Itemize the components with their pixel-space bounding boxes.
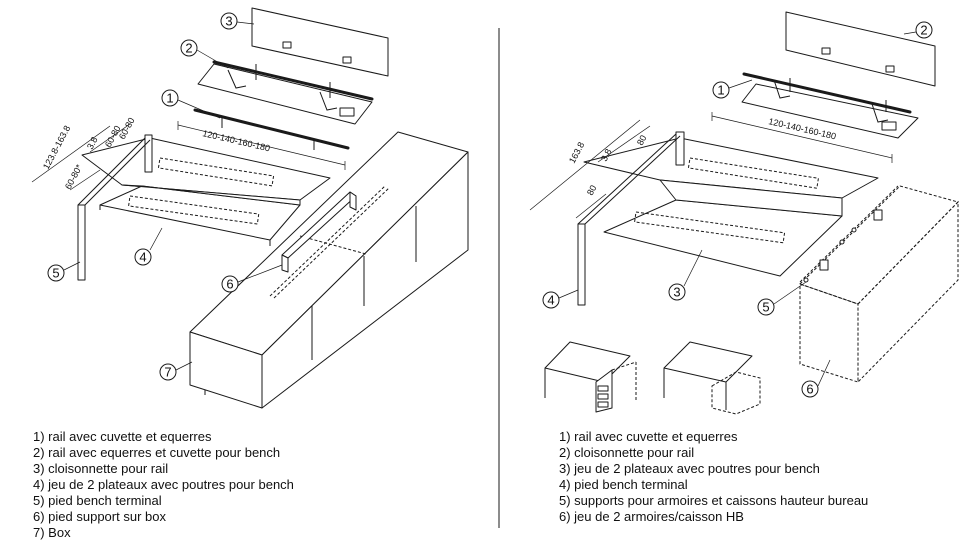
right-callout-6: 6 xyxy=(801,359,831,398)
right-bench-plates xyxy=(583,137,879,277)
right-cabinet xyxy=(799,185,959,384)
left-length-label: 120-140-160-180 xyxy=(202,128,272,153)
right-legend-item: 4) pied bench terminal xyxy=(559,477,688,492)
svg-text:3: 3 xyxy=(225,14,232,29)
right-rail xyxy=(741,72,919,139)
right-exploded-view: 120-140-160-180 163.8 3.8 80 80 xyxy=(529,11,959,415)
left-callout-7: 7 xyxy=(159,361,193,381)
svg-text:5: 5 xyxy=(762,300,769,315)
left-legend-item: 1) rail avec cuvette et equerres xyxy=(33,429,212,444)
right-plate-depth-a-label: 80 xyxy=(635,133,649,147)
right-callout-5: 5 xyxy=(757,281,807,316)
left-callout-4: 4 xyxy=(134,227,163,266)
right-plate-depth-b-label: 80 xyxy=(585,183,599,197)
left-callout-1: 1 xyxy=(161,89,221,119)
left-terminal-leg xyxy=(77,134,153,281)
left-box-support-leg xyxy=(269,185,390,299)
right-legend-item: 3) jeu de 2 plateaux avec poutres pour b… xyxy=(559,461,820,476)
svg-text:6: 6 xyxy=(226,277,233,292)
right-callout-3: 3 xyxy=(668,249,703,301)
right-thumbnail-desk-caisson xyxy=(544,341,637,413)
right-cabinet-supports xyxy=(799,185,899,283)
right-legend-item: 2) cloisonnette pour rail xyxy=(559,445,695,460)
svg-text:7: 7 xyxy=(164,365,171,380)
left-bench-rail xyxy=(197,60,374,125)
right-terminal-leg xyxy=(577,131,685,306)
right-callout-1: 1 xyxy=(712,79,753,99)
left-plate-depth-star-label: 60-80* xyxy=(63,162,85,191)
right-callout-4: 4 xyxy=(542,289,579,309)
svg-text:1: 1 xyxy=(166,91,173,106)
left-legend-item: 4) jeu de 2 plateaux avec poutres pour b… xyxy=(33,477,294,492)
right-thumbnail-desk-cabinet xyxy=(663,341,761,415)
svg-text:2: 2 xyxy=(185,41,192,56)
right-callout-2: 2 xyxy=(903,21,933,39)
right-legend: 1) rail avec cuvette et equerres 2) cloi… xyxy=(559,429,868,525)
left-partition-panel xyxy=(251,7,389,77)
left-callout-6: 6 xyxy=(221,264,283,293)
left-legend-item: 5) pied bench terminal xyxy=(33,493,162,508)
svg-text:4: 4 xyxy=(139,250,146,265)
left-legend-item: 7) Box xyxy=(33,525,71,540)
left-callout-2: 2 xyxy=(180,39,229,69)
left-legend-item: 6) pied support sur box xyxy=(33,509,166,524)
svg-text:6: 6 xyxy=(806,382,813,397)
right-partition-panel xyxy=(785,11,936,87)
left-exploded-view: 120-140-160-180 123.8-163.8 3.8 60-8 xyxy=(31,7,469,409)
left-legend-item: 2) rail avec equerres et cuvette pour be… xyxy=(33,445,281,460)
left-callout-3: 3 xyxy=(220,12,255,30)
svg-text:2: 2 xyxy=(920,23,927,38)
svg-text:1: 1 xyxy=(717,83,724,98)
left-gap-label: 3.8 xyxy=(85,135,100,151)
left-bench-plates xyxy=(81,137,331,246)
left-legend-item: 3) cloisonnette pour rail xyxy=(33,461,169,476)
left-rail xyxy=(193,108,350,150)
right-depth-label: 163.8 xyxy=(567,140,586,165)
svg-text:3: 3 xyxy=(673,285,680,300)
left-legend: 1) rail avec cuvette et equerres 2) rail… xyxy=(33,429,294,541)
right-legend-item: 6) jeu de 2 armoires/caisson HB xyxy=(559,509,744,524)
left-box xyxy=(189,131,469,409)
left-depth-range-label: 123.8-163.8 xyxy=(41,124,72,171)
left-callout-5: 5 xyxy=(47,261,81,282)
svg-text:5: 5 xyxy=(52,266,59,281)
right-legend-item: 1) rail avec cuvette et equerres xyxy=(559,429,738,444)
right-legend-item: 5) supports pour armoires et caissons ha… xyxy=(559,493,869,508)
svg-text:4: 4 xyxy=(547,293,554,308)
